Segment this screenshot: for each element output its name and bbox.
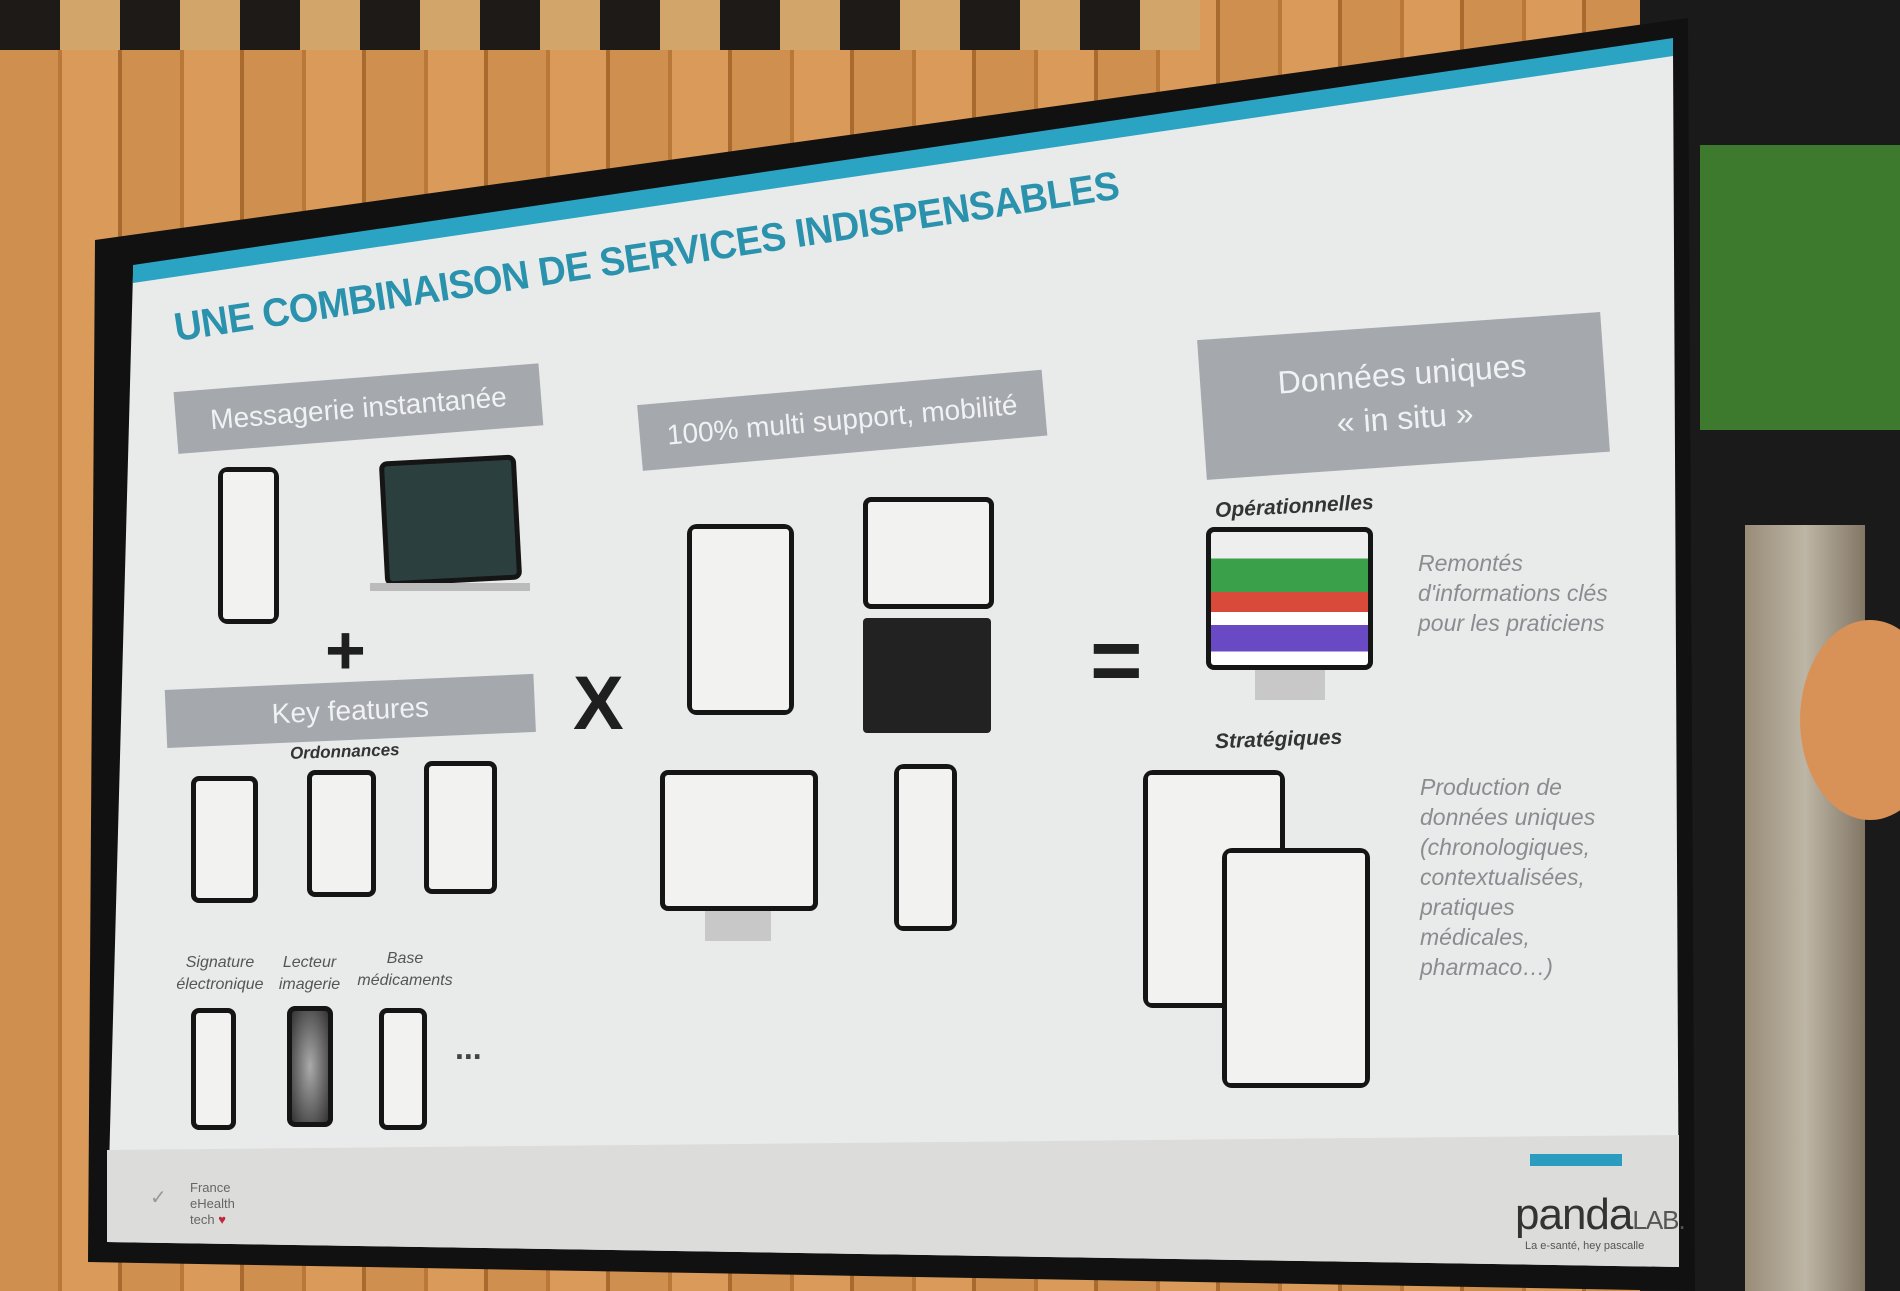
france-ehealth-logo: France eHealth tech ♥ — [190, 1180, 260, 1228]
brand-suffix: LAB. — [1632, 1205, 1685, 1235]
unique-data-line2: « in situ » — [1335, 395, 1475, 441]
brand-name: panda — [1515, 1190, 1633, 1239]
unique-data-box: Données uniques « in situ » — [1197, 311, 1610, 480]
phone-mockup — [379, 1008, 427, 1130]
laptop-mockup — [378, 454, 523, 587]
tablet-mockup — [424, 761, 497, 894]
monitor-stand — [1255, 670, 1325, 700]
laptop-mockup — [863, 497, 994, 609]
pandalab-logo: pandaLAB. — [1515, 1190, 1686, 1240]
times-symbol: X — [573, 661, 624, 746]
footer-accent-bar — [1530, 1154, 1622, 1166]
ellipsis: ... — [455, 1030, 482, 1066]
multi-support-label: 100% multi support, mobilité — [665, 389, 1019, 451]
operational-description: Remontés d'informations clés pour les pr… — [1418, 550, 1608, 636]
monitor-mockup — [660, 770, 818, 911]
dashboard-monitor — [1206, 527, 1373, 670]
prescriptions-label: Ordonnances — [289, 740, 400, 763]
drugs-label: Base médicaments — [357, 950, 453, 989]
signature-label: Signature électronique — [176, 954, 264, 993]
imaging-label: Lecteur imagerie — [278, 954, 341, 993]
laptop-base — [370, 583, 530, 591]
tablet-mockup — [307, 770, 376, 897]
top-accent-stripe — [133, 38, 1673, 283]
phone-mockup — [191, 1008, 236, 1130]
phone-mockup — [218, 467, 279, 624]
brand-tagline: La e-santé, hey pascalle — [1525, 1240, 1645, 1252]
heart-icon: ♥ — [218, 1212, 226, 1227]
strategic-label: Stratégiques — [1214, 725, 1343, 754]
laptop-keyboard — [863, 618, 991, 733]
tablet-mockup — [191, 776, 258, 903]
monitor-stand — [705, 911, 771, 941]
france-ehealth-text: France eHealth tech — [190, 1180, 235, 1227]
phone-mockup — [894, 764, 957, 931]
tablet-mockup — [1222, 848, 1370, 1088]
check-icon: ✓ — [150, 1187, 167, 1209]
ceiling-pattern — [0, 0, 1200, 50]
phone-mockup — [287, 1006, 333, 1127]
strategic-description: Production de données uniques (chronolog… — [1420, 774, 1596, 980]
tablet-mockup — [687, 524, 794, 715]
equals-symbol: = — [1090, 611, 1143, 711]
plus-symbol: + — [325, 611, 366, 689]
green-panel — [1700, 145, 1900, 430]
